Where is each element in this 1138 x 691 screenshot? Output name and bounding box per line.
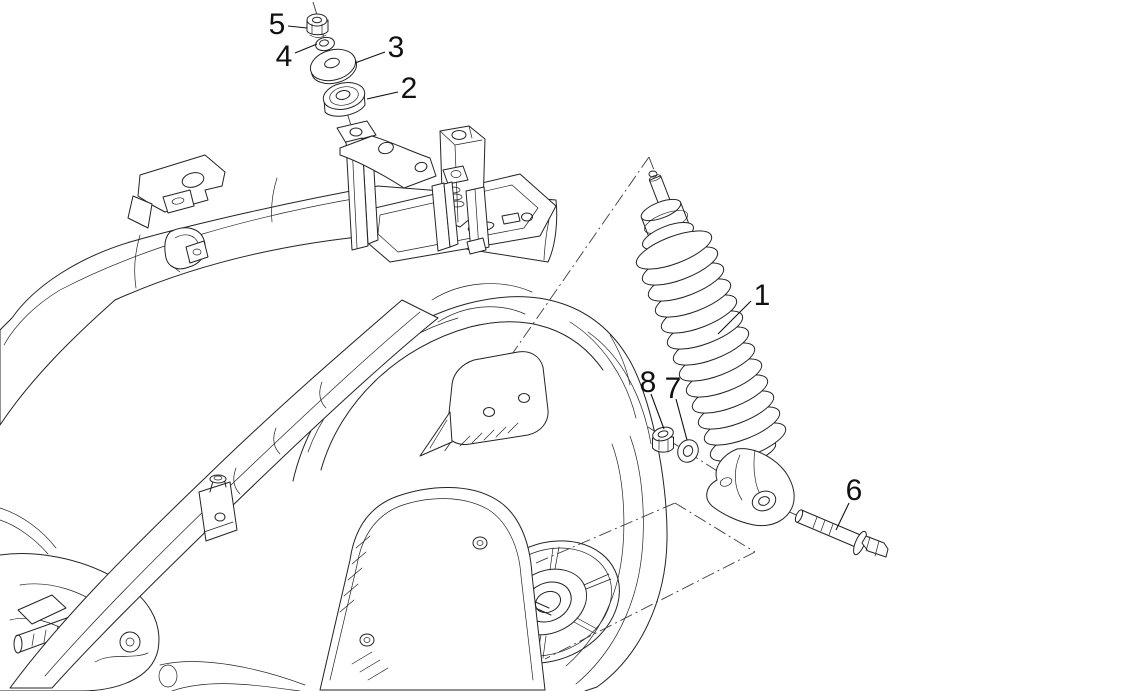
callout-3[interactable]: 3 <box>387 31 405 64</box>
callout-1[interactable]: 1 <box>753 279 771 312</box>
cup-washer-part <box>307 45 360 89</box>
tube-clamp <box>165 228 208 272</box>
intake-cover-plate <box>420 284 548 456</box>
frame-down-spar <box>10 300 438 688</box>
shock-absorber <box>632 171 794 526</box>
assembly-pointer-lines <box>536 503 755 659</box>
upper-mount-bushing-part <box>321 79 367 116</box>
flanged-hex-bolt-part <box>794 509 888 557</box>
callout-4[interactable]: 4 <box>275 40 293 73</box>
plain-washer-part <box>314 36 335 53</box>
callout-5[interactable]: 5 <box>268 8 286 41</box>
tube-bracket-clip <box>128 155 225 228</box>
callout-8[interactable]: 8 <box>639 366 657 399</box>
callout-7[interactable]: 7 <box>664 372 682 405</box>
hex-nut-lower-part <box>651 425 675 452</box>
lower-washer-part <box>674 436 702 465</box>
callout-6[interactable]: 6 <box>845 474 863 507</box>
callout-leader-lines <box>288 26 849 530</box>
heat-shield-plate <box>320 487 545 690</box>
callout-2[interactable]: 2 <box>400 72 418 105</box>
hex-nut-upper-part <box>307 14 328 38</box>
upper-mount-bracket <box>337 121 556 262</box>
